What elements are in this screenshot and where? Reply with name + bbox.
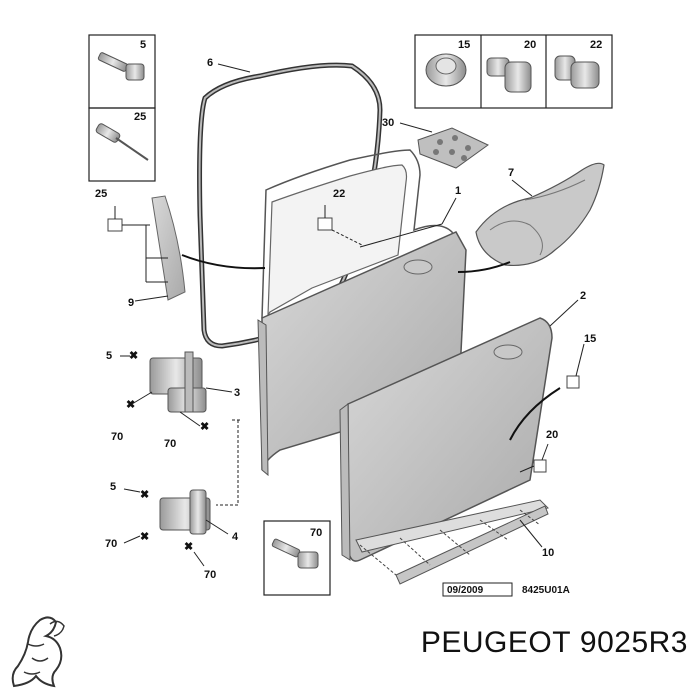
callout-4: 4 bbox=[232, 531, 239, 543]
callout-x70d: ✖ bbox=[184, 541, 193, 553]
callout-5-hinge-top: 5 bbox=[106, 350, 112, 362]
callout-70-hinge-bottom-a: 70 bbox=[105, 538, 117, 550]
callout-20: 20 bbox=[524, 39, 536, 51]
date-code: 09/2009 bbox=[447, 585, 484, 596]
lower-hinge-4: 4 ✖ 5 ✖ 70 ✖ 70 bbox=[105, 481, 239, 581]
brand-name: PEUGEOT bbox=[420, 626, 572, 659]
fastener-block-30: 30 bbox=[382, 117, 489, 169]
callout-30: 30 bbox=[382, 117, 394, 129]
callout-x70c: ✖ bbox=[140, 531, 149, 543]
callout-x70a: ✖ bbox=[126, 399, 135, 411]
callout-1: 1 bbox=[455, 185, 461, 197]
callout-70-hinge-top-b: 70 bbox=[164, 438, 176, 450]
bolt-icon bbox=[97, 52, 145, 81]
clip-22-icon bbox=[554, 55, 600, 89]
rivet-icon bbox=[95, 123, 149, 161]
part-number: 9025R3 bbox=[579, 626, 688, 659]
callout-2: 2 bbox=[580, 290, 586, 302]
callout-22: 22 bbox=[590, 39, 602, 51]
callout-25-strip: 25 bbox=[95, 188, 107, 200]
callout-7: 7 bbox=[508, 167, 514, 179]
reference-block: 09/2009 8425U01A bbox=[442, 582, 570, 597]
callout-x5a: ✖ bbox=[129, 350, 138, 362]
callout-x5b: ✖ bbox=[140, 489, 149, 501]
trim-strip-9: 25 9 bbox=[95, 188, 186, 309]
callout-70-hinge-bottom-b: 70 bbox=[204, 569, 216, 581]
inset-box-bolt-70: 70 bbox=[263, 520, 331, 596]
callout-x70b: ✖ bbox=[200, 421, 209, 433]
clip-20-icon bbox=[486, 57, 532, 93]
callout-5: 5 bbox=[140, 39, 146, 51]
inset-box-clips: 15 20 22 bbox=[414, 34, 613, 109]
sill-trim-10: 10 bbox=[355, 499, 554, 585]
callout-70-box: 70 bbox=[310, 527, 322, 539]
part-identification: PEUGEOT 9025R3 bbox=[421, 626, 688, 660]
callout-70-hinge-top-a: 70 bbox=[111, 431, 123, 443]
callout-3: 3 bbox=[234, 387, 240, 399]
callout-25: 25 bbox=[134, 111, 146, 123]
callout-20-door: 20 bbox=[546, 429, 558, 441]
callout-10: 10 bbox=[542, 547, 554, 559]
bolt-70-icon bbox=[271, 538, 319, 569]
inset-box-rivet-25: 25 bbox=[88, 107, 156, 182]
callout-15: 15 bbox=[458, 39, 470, 51]
callout-22-door: 22 bbox=[333, 188, 345, 200]
callout-6: 6 bbox=[207, 57, 213, 69]
callout-15-door: 15 bbox=[584, 333, 596, 345]
upper-hinge-3: 3 ✖ 5 ✖ 70 ✖ 70 bbox=[106, 350, 240, 505]
door-shell-1: 1 22 bbox=[181, 149, 467, 477]
callout-5-hinge-bottom: 5 bbox=[110, 481, 116, 493]
inset-box-bolt-5: 5 bbox=[88, 34, 156, 109]
sound-insulation-7: 7 bbox=[457, 162, 605, 273]
door-panel-2: 2 15 20 bbox=[339, 290, 596, 562]
callout-9: 9 bbox=[128, 297, 134, 309]
clip-15-icon bbox=[425, 53, 467, 87]
drawing-reference: 8425U01A bbox=[522, 585, 570, 596]
peugeot-lion-logo bbox=[11, 616, 65, 688]
